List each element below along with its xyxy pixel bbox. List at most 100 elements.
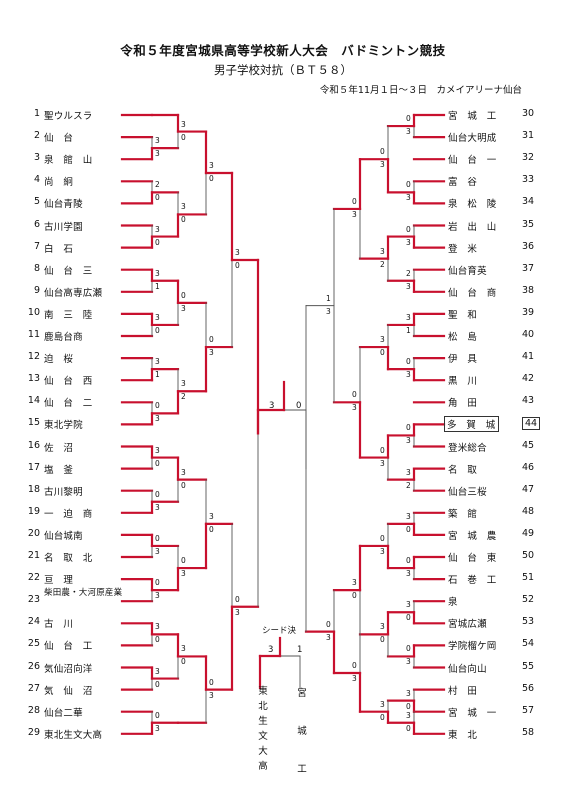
match-score: 1 [326, 293, 331, 303]
team-name: 古 川 [44, 619, 74, 631]
match-score: 0 [235, 594, 240, 604]
team-name: 多 賀 城 [444, 416, 499, 433]
match-score: 0 [326, 619, 331, 629]
final-right-score: 0 [296, 401, 302, 411]
match-score: 3 [155, 622, 160, 632]
match-score: 0 [181, 657, 186, 667]
match-score: 2 [380, 259, 385, 269]
match-score: 0 [352, 591, 357, 601]
team-name: 仙 台 商 [448, 287, 497, 299]
team-number: 21 [27, 550, 40, 561]
match-score: 0 [352, 390, 357, 400]
team-name: 黒 川 [448, 376, 478, 388]
match-score: 3 [380, 699, 385, 709]
match-score: 3 [209, 511, 214, 521]
team-name: 富 谷 [448, 177, 478, 189]
match-score: 0 [155, 325, 160, 335]
match-score: 0 [181, 290, 186, 300]
match-score: 0 [155, 533, 160, 543]
match-score: 0 [406, 423, 411, 433]
team-name: 岩 出 山 [448, 221, 497, 233]
match-score: 0 [380, 712, 385, 722]
team-number: 6 [33, 218, 40, 230]
team-name: 古川学園 [44, 221, 83, 233]
match-score: 0 [380, 348, 385, 358]
team-name: 石 巻 工 [448, 575, 497, 587]
team-name: 名 取 [448, 464, 478, 476]
seed-right-score: 1 [297, 645, 303, 655]
match-score: 0 [406, 613, 411, 623]
match-score: 0 [155, 237, 160, 247]
team-name: 東 北 [448, 729, 478, 741]
match-score: 3 [406, 370, 411, 380]
team-number: 41 [522, 351, 535, 363]
team-number: 49 [522, 527, 535, 539]
team-name: 気 仙 沼 [44, 685, 93, 697]
match-score: 3 [406, 237, 411, 247]
match-score: 3 [155, 357, 160, 367]
match-score: 3 [406, 569, 411, 579]
match-score: 0 [155, 193, 160, 203]
team-name: 築 館 [448, 508, 478, 520]
match-score: 0 [406, 224, 411, 234]
team-number: 31 [522, 130, 535, 142]
team-number: 54 [522, 638, 535, 650]
team-name: 角 田 [448, 398, 478, 410]
match-score: 3 [406, 467, 411, 477]
team-number: 9 [33, 284, 40, 296]
match-score: 2 [155, 180, 160, 190]
match-score: 3 [352, 578, 357, 588]
match-score: 0 [235, 261, 240, 271]
team-number: 48 [522, 505, 535, 517]
team-number: 32 [522, 152, 535, 164]
match-score: 3 [380, 160, 385, 170]
match-score: 1 [155, 370, 160, 380]
match-score: 0 [380, 635, 385, 645]
match-score: 0 [406, 114, 411, 124]
match-score: 3 [155, 591, 160, 601]
team-number: 33 [522, 174, 535, 186]
match-score: 0 [352, 196, 357, 206]
match-score: 3 [181, 202, 186, 212]
team-name: 宮 城 一 [448, 707, 497, 719]
team-name: 学院榴ケ岡 [448, 641, 497, 653]
match-score: 3 [155, 502, 160, 512]
match-score: 0 [406, 701, 411, 711]
team-number: 42 [522, 373, 535, 385]
match-score: 3 [155, 414, 160, 424]
match-score: 0 [209, 335, 214, 345]
team-name: 登 米 [448, 243, 478, 255]
team-number: 12 [27, 351, 40, 363]
match-score: 3 [155, 268, 160, 278]
match-score: 3 [155, 723, 160, 733]
match-score: 0 [155, 458, 160, 468]
match-score: 3 [235, 607, 240, 617]
team-name: 亘 理 [44, 575, 74, 587]
match-score: 3 [406, 710, 411, 720]
team-number: 29 [27, 726, 40, 738]
match-score: 3 [155, 445, 160, 455]
team-number: 46 [522, 461, 535, 473]
team-name: 迫 桜 [44, 354, 74, 366]
team-name: 宮 城 農 [448, 530, 497, 542]
team-name: 白 石 [44, 243, 74, 255]
page-title: 令和５年度宮城県高等学校新人大会 バドミントン競技 [120, 43, 446, 58]
match-score: 2 [181, 392, 186, 402]
team-number: 50 [522, 550, 535, 561]
team-number: 17 [27, 461, 40, 473]
match-score: 3 [181, 119, 186, 129]
match-score: 3 [155, 546, 160, 556]
match-score: 3 [155, 224, 160, 234]
seed-right-team: 宮 城 工 [297, 688, 307, 775]
match-score: 0 [380, 533, 385, 543]
team-name: 鹿島台商 [44, 332, 83, 343]
team-name: 仙台高専広瀬 [44, 287, 103, 299]
team-number: 2 [33, 130, 40, 142]
team-name: 東北生文大高 [44, 729, 103, 741]
team-number: 37 [522, 262, 535, 274]
match-score: 0 [352, 661, 357, 671]
team-name: 尚 絅 [44, 177, 74, 189]
team-name: 宮 城 工 [448, 111, 497, 122]
team-name: 仙台三桜 [448, 486, 487, 498]
